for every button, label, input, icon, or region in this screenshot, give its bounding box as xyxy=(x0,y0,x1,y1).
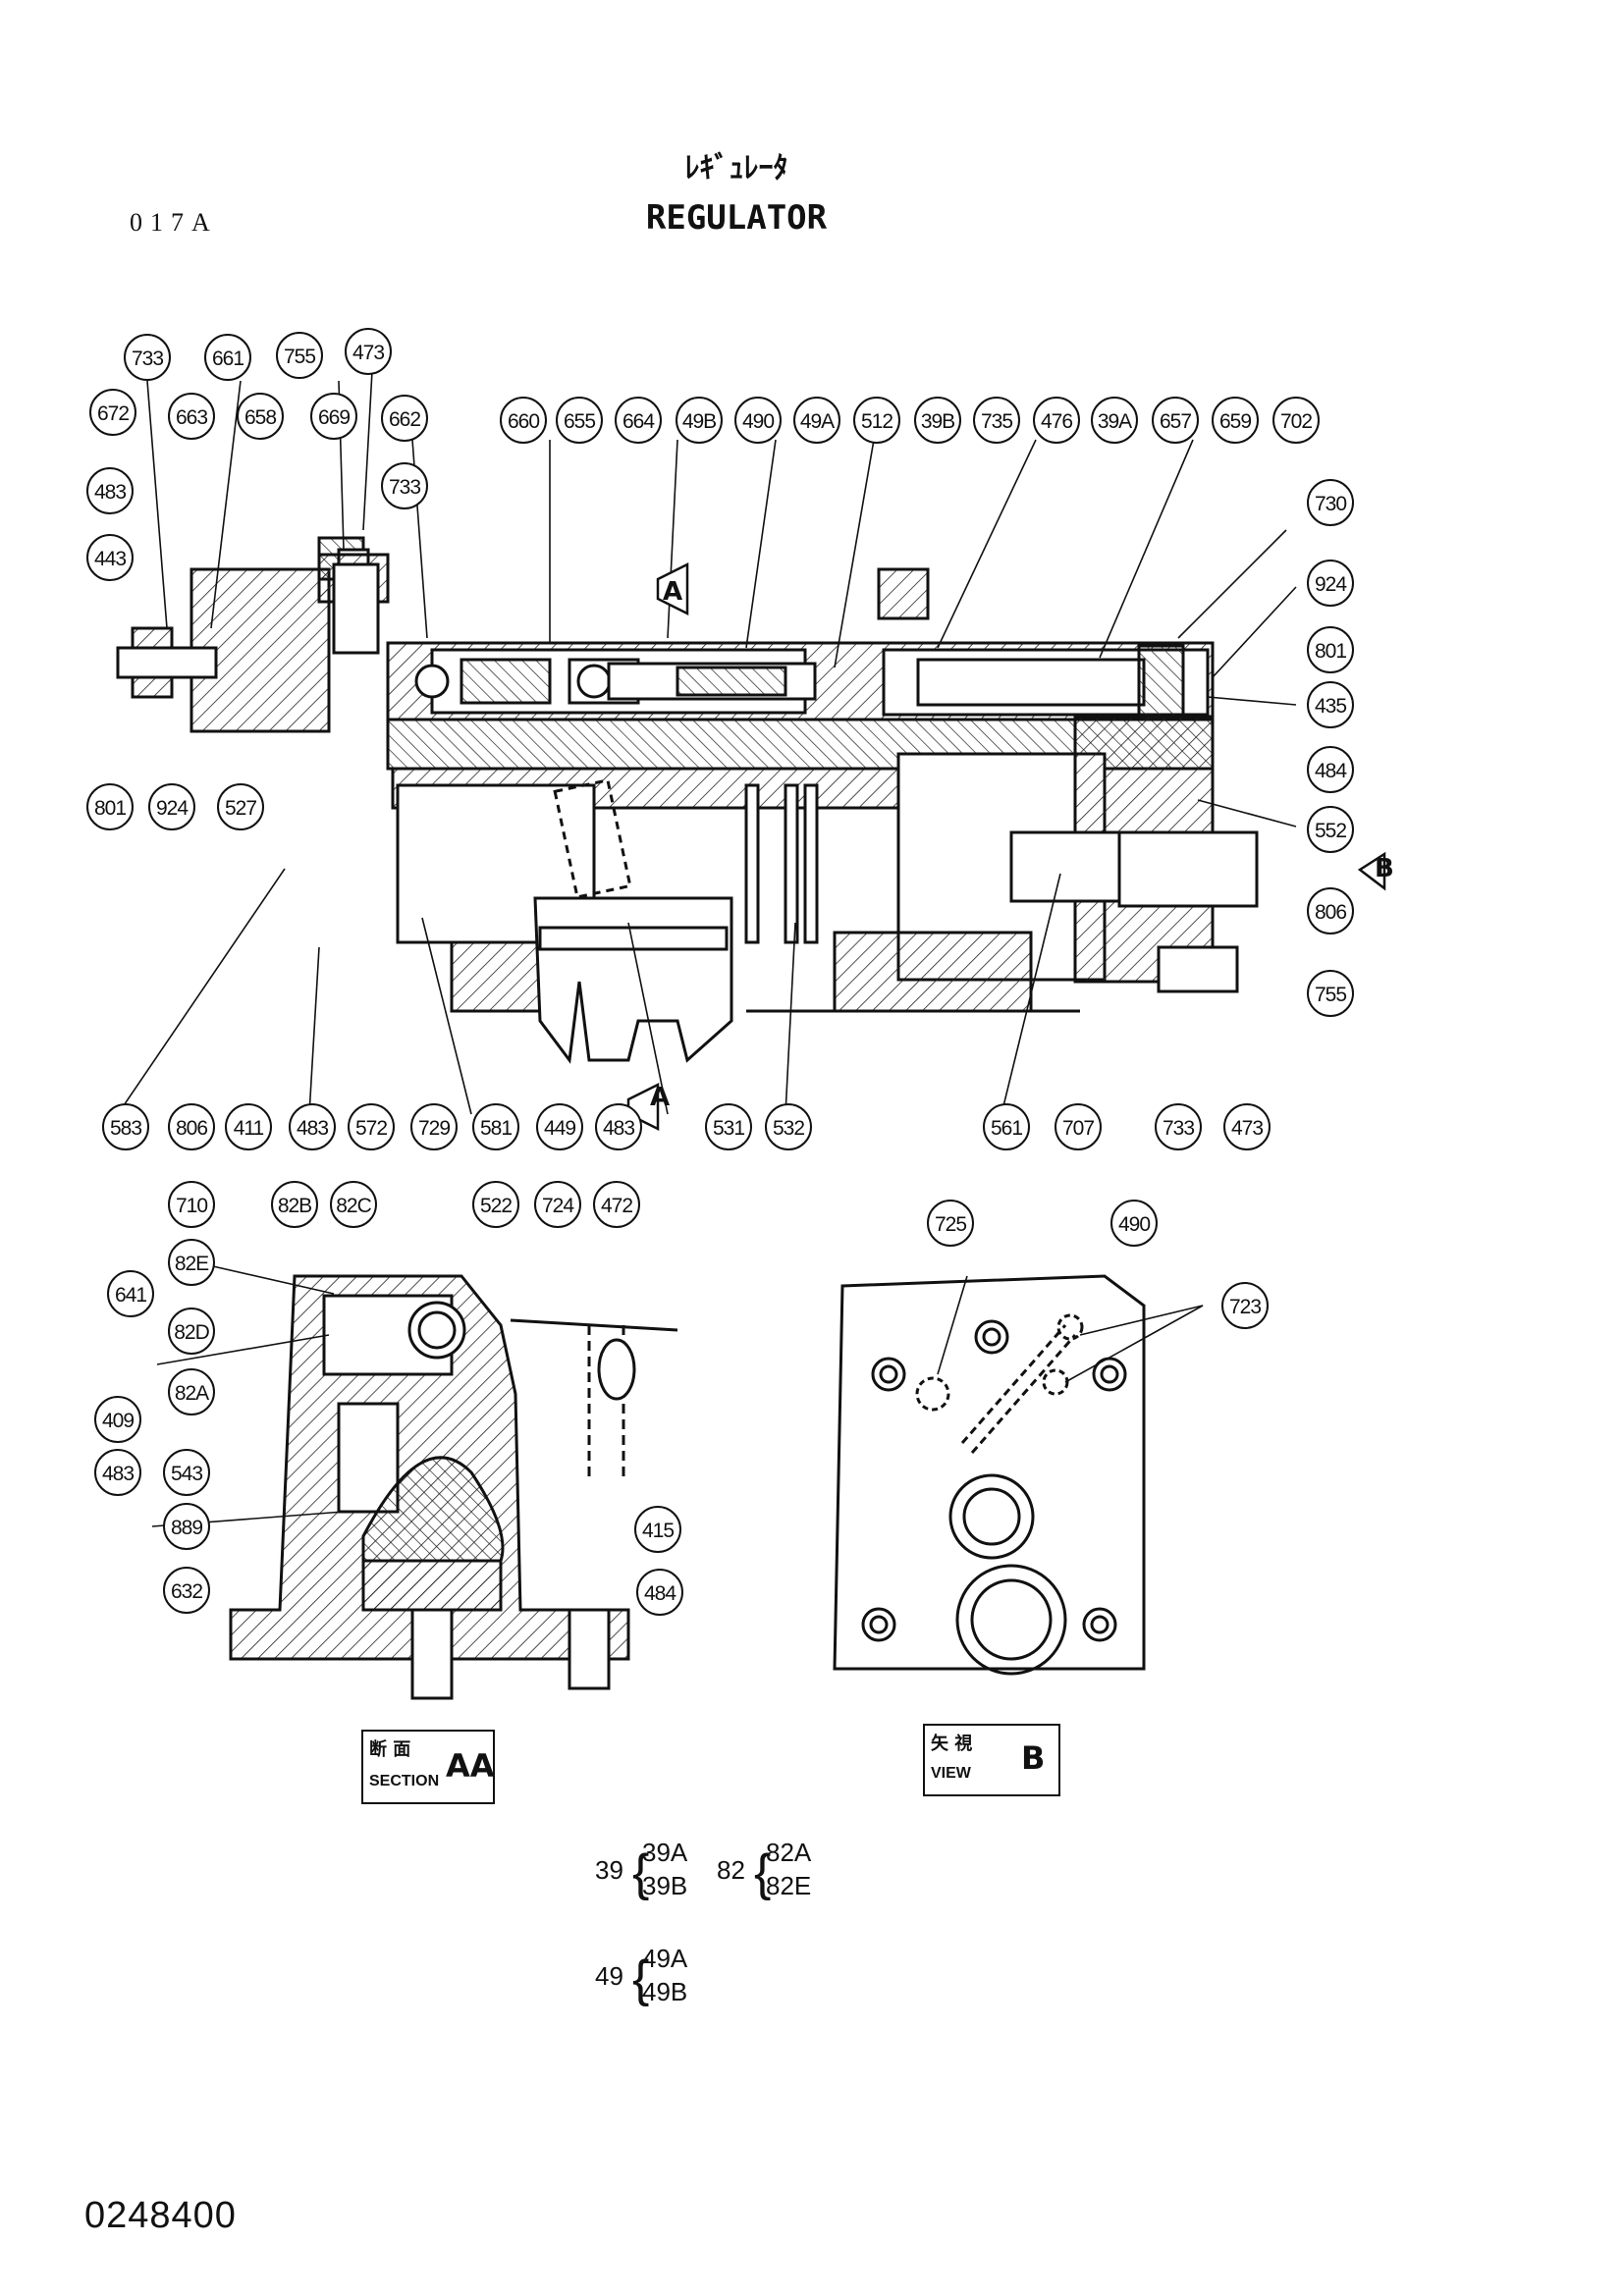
part-callout: 490 xyxy=(734,397,782,444)
part-callout: 662 xyxy=(381,395,428,442)
part-callout: 490 xyxy=(1110,1200,1158,1247)
part-callout: 755 xyxy=(276,332,323,379)
part-callout: 82D xyxy=(168,1308,215,1355)
section-label-jp: 断 面 xyxy=(369,1739,411,1760)
part-callout: 484 xyxy=(1307,746,1354,793)
part-callout: 49A xyxy=(793,397,840,444)
part-callout: 724 xyxy=(534,1181,581,1228)
part-callout: 39A xyxy=(1091,397,1138,444)
part-callout: 473 xyxy=(1223,1103,1271,1150)
part-callout: 725 xyxy=(927,1200,974,1247)
part-callout: 82E xyxy=(168,1239,215,1286)
view-label-en: VIEW xyxy=(931,1765,971,1782)
part-callout: 664 xyxy=(615,397,662,444)
part-callout: 531 xyxy=(705,1103,752,1150)
part-callout: 543 xyxy=(163,1449,210,1496)
part-callout: 512 xyxy=(853,397,900,444)
part-callout: 82B xyxy=(271,1181,318,1228)
part-callout: 659 xyxy=(1212,397,1259,444)
part-callout: 581 xyxy=(472,1103,519,1150)
view-a-marker-bottom: A xyxy=(650,1083,671,1112)
section-aa-label: 断 面 SECTION AA xyxy=(361,1730,495,1804)
legend-group-49: 49 { 49A 49B xyxy=(595,1944,688,2007)
legend-group-39: 39 { 39A 39B xyxy=(595,1838,688,1901)
legend-group-82: 82 { 82A 82E xyxy=(717,1838,812,1901)
part-callout: 583 xyxy=(102,1103,149,1150)
part-callout: 733 xyxy=(381,462,428,509)
part-callout: 801 xyxy=(1307,626,1354,673)
part-callout: 484 xyxy=(636,1569,683,1616)
section-label-suffix: AA xyxy=(446,1747,495,1785)
part-callout: 572 xyxy=(348,1103,395,1150)
part-callout: 632 xyxy=(163,1567,210,1614)
part-callout: 707 xyxy=(1055,1103,1102,1150)
view-label-jp: 矢 視 xyxy=(931,1734,973,1754)
part-callout: 82A xyxy=(168,1368,215,1415)
part-callout: 733 xyxy=(1155,1103,1202,1150)
part-callout: 552 xyxy=(1307,806,1354,853)
part-callout: 663 xyxy=(168,393,215,440)
title-japanese: ﾚｷﾞｭﾚｰﾀ xyxy=(684,151,788,186)
part-callout: 924 xyxy=(1307,560,1354,607)
part-callout: 672 xyxy=(89,389,136,436)
part-callout: 435 xyxy=(1307,681,1354,728)
part-callout: 730 xyxy=(1307,479,1354,526)
part-callout: 657 xyxy=(1152,397,1199,444)
view-b-marker: B xyxy=(1375,854,1394,883)
part-callout: 409 xyxy=(94,1396,141,1443)
part-callout: 669 xyxy=(310,393,357,440)
part-callout: 411 xyxy=(225,1103,272,1150)
part-callout: 483 xyxy=(86,467,134,514)
part-callout: 924 xyxy=(148,783,195,830)
section-aa xyxy=(229,1274,678,1700)
part-callout: 723 xyxy=(1221,1282,1269,1329)
part-callout: 661 xyxy=(204,334,251,381)
part-callout: 527 xyxy=(217,783,264,830)
part-callout: 702 xyxy=(1272,397,1320,444)
view-b xyxy=(833,1274,1146,1676)
part-callout: 806 xyxy=(168,1103,215,1150)
part-callout: 49B xyxy=(676,397,723,444)
document-number: 0248400 xyxy=(84,2195,237,2236)
view-a-marker-top: A xyxy=(663,577,683,607)
part-callout: 415 xyxy=(634,1506,681,1553)
part-callout: 806 xyxy=(1307,887,1354,934)
part-callout: 889 xyxy=(163,1503,210,1550)
drawing-code: 017A xyxy=(130,208,218,237)
part-callout: 476 xyxy=(1033,397,1080,444)
main-section xyxy=(116,536,1259,1064)
part-callout: 561 xyxy=(983,1103,1030,1150)
part-callout: 735 xyxy=(973,397,1020,444)
part-callout: 801 xyxy=(86,783,134,830)
part-callout: 483 xyxy=(94,1449,141,1496)
part-callout: 733 xyxy=(124,334,171,381)
part-callout: 82C xyxy=(330,1181,377,1228)
part-callout: 473 xyxy=(345,328,392,375)
part-callout: 641 xyxy=(107,1270,154,1317)
part-callout: 483 xyxy=(595,1103,642,1150)
part-callout: 710 xyxy=(168,1181,215,1228)
part-callout: 655 xyxy=(556,397,603,444)
part-callout: 660 xyxy=(500,397,547,444)
view-label-suffix: B xyxy=(1021,1739,1046,1777)
part-callout: 472 xyxy=(593,1181,640,1228)
part-callout: 39B xyxy=(914,397,961,444)
part-callout: 522 xyxy=(472,1181,519,1228)
part-callout: 532 xyxy=(765,1103,812,1150)
section-label-en: SECTION xyxy=(369,1773,440,1789)
title-english: REGULATOR xyxy=(645,198,828,238)
part-callout: 483 xyxy=(289,1103,336,1150)
view-b-label: 矢 視 VIEW B xyxy=(923,1724,1060,1796)
part-callout: 443 xyxy=(86,534,134,581)
part-callout: 755 xyxy=(1307,970,1354,1017)
part-callout: 658 xyxy=(237,393,284,440)
part-callout: 729 xyxy=(410,1103,458,1150)
part-callout: 449 xyxy=(536,1103,583,1150)
